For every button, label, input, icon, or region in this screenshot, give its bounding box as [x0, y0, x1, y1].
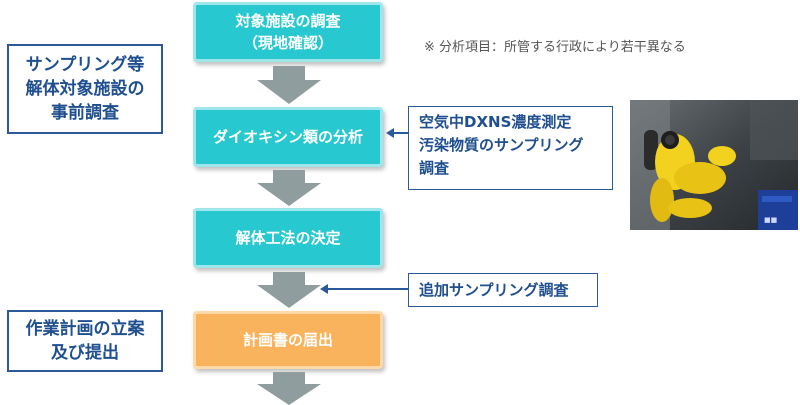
- flow-step-plan-submission-text: 計画書の届出: [242, 331, 333, 349]
- flow-step-demolition-method: 解体工法の決定: [193, 208, 383, 268]
- left-label-survey: サンプリング等 解体対象施設の 事前調査: [7, 44, 163, 134]
- left-label-plan-text: 作業計画の立案 及び提出: [25, 319, 145, 363]
- flow-step-demolition-method-text: 解体工法の決定: [235, 229, 341, 247]
- flow-step-plan-submission: 計画書の届出: [193, 311, 383, 369]
- flow-step-site-survey-text: 対象施設の調査 （現地確認）: [235, 12, 341, 52]
- note-dxns-measurement-text: 空気中DXNS濃度測定 汚染物質のサンプリング 調査: [419, 113, 584, 177]
- worker-protective-suit-photo: ■■: [630, 100, 798, 230]
- analysis-note: ※ 分析項目：所管する行政により若干異なる: [424, 40, 686, 55]
- note-dxns-measurement: 空気中DXNS濃度測定 汚染物質のサンプリング 調査: [408, 106, 613, 190]
- svg-text:■■: ■■: [764, 216, 777, 224]
- note-additional-sampling-text: 追加サンプリング調査: [419, 280, 569, 299]
- note-additional-sampling: 追加サンプリング調査: [408, 273, 598, 307]
- down-arrow-1: [257, 66, 321, 104]
- flow-step-site-survey: 対象施設の調査 （現地確認）: [193, 2, 383, 62]
- down-arrow-2: [257, 170, 321, 206]
- left-label-plan: 作業計画の立案 及び提出: [7, 310, 163, 372]
- left-arrow-sampling: [386, 128, 410, 138]
- down-arrow-4: [257, 372, 321, 405]
- down-arrow-3: [257, 272, 321, 308]
- left-label-survey-text: サンプリング等 解体対象施設の 事前調査: [25, 55, 145, 123]
- flow-step-dioxin-analysis-text: ダイオキシン類の分析: [212, 128, 363, 146]
- left-arrow-additional: [320, 284, 408, 294]
- flow-step-dioxin-analysis: ダイオキシン類の分析: [193, 107, 383, 167]
